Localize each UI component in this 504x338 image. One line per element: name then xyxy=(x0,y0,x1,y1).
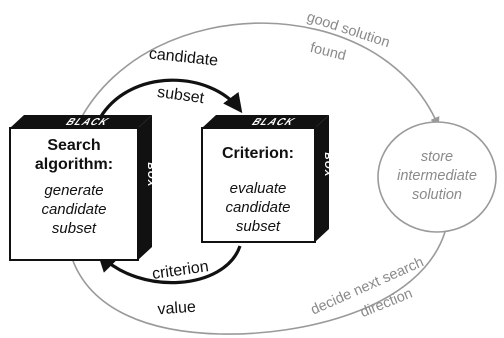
decide-next-direction-arrow xyxy=(67,231,446,335)
criterion-box-title: Criterion: xyxy=(222,145,294,162)
candidate-subset-label-line2: subset xyxy=(156,84,206,107)
good-solution-label-line2: found xyxy=(308,40,347,64)
store-solution-ellipse xyxy=(377,121,497,233)
candidate-subset-arrow xyxy=(98,78,243,119)
search-box-strip-top: BLACK xyxy=(64,117,111,128)
criterion-box-top-face xyxy=(202,115,329,128)
store-solution-node: store intermediate solution xyxy=(377,121,497,233)
search-box-body-line2: candidate xyxy=(41,201,106,218)
criterion-box-body-line2: candidate xyxy=(225,199,290,216)
store-solution-line3: solution xyxy=(412,187,462,203)
search-box-title-line1: Search xyxy=(47,137,100,154)
criterion-value-arrow xyxy=(97,245,242,285)
criterion-box-front-face xyxy=(201,127,316,243)
search-box-body-line1: generate xyxy=(44,182,103,199)
search-box-title-line2: algorithm: xyxy=(35,156,113,173)
search-box-body-line3: subset xyxy=(52,220,97,237)
store-solution-line2: intermediate xyxy=(397,168,477,184)
criterion-box-body-line3: subset xyxy=(236,218,281,235)
candidate-subset-label-line1: candidate xyxy=(148,45,219,69)
criterion-box-body-line1: evaluate xyxy=(230,180,287,197)
criterion-box-strip-side: BOX xyxy=(322,152,333,177)
criterion-box: BLACK BOX Criterion: evaluate candidate … xyxy=(201,115,333,243)
search-algorithm-box: BLACK BOX Search algorithm: generate can… xyxy=(9,115,156,261)
search-box-side-face xyxy=(138,115,152,260)
criterion-box-strip-top: BLACK xyxy=(250,117,297,128)
search-box-top-face xyxy=(10,115,152,128)
store-solution-line1: store xyxy=(421,149,453,165)
good-solution-arrow xyxy=(79,22,440,127)
criterion-box-side-face xyxy=(315,115,329,242)
criterion-value-label-line2: value xyxy=(157,299,196,319)
search-box-strip-side: BOX xyxy=(145,162,156,187)
search-box-front-face xyxy=(9,127,139,261)
